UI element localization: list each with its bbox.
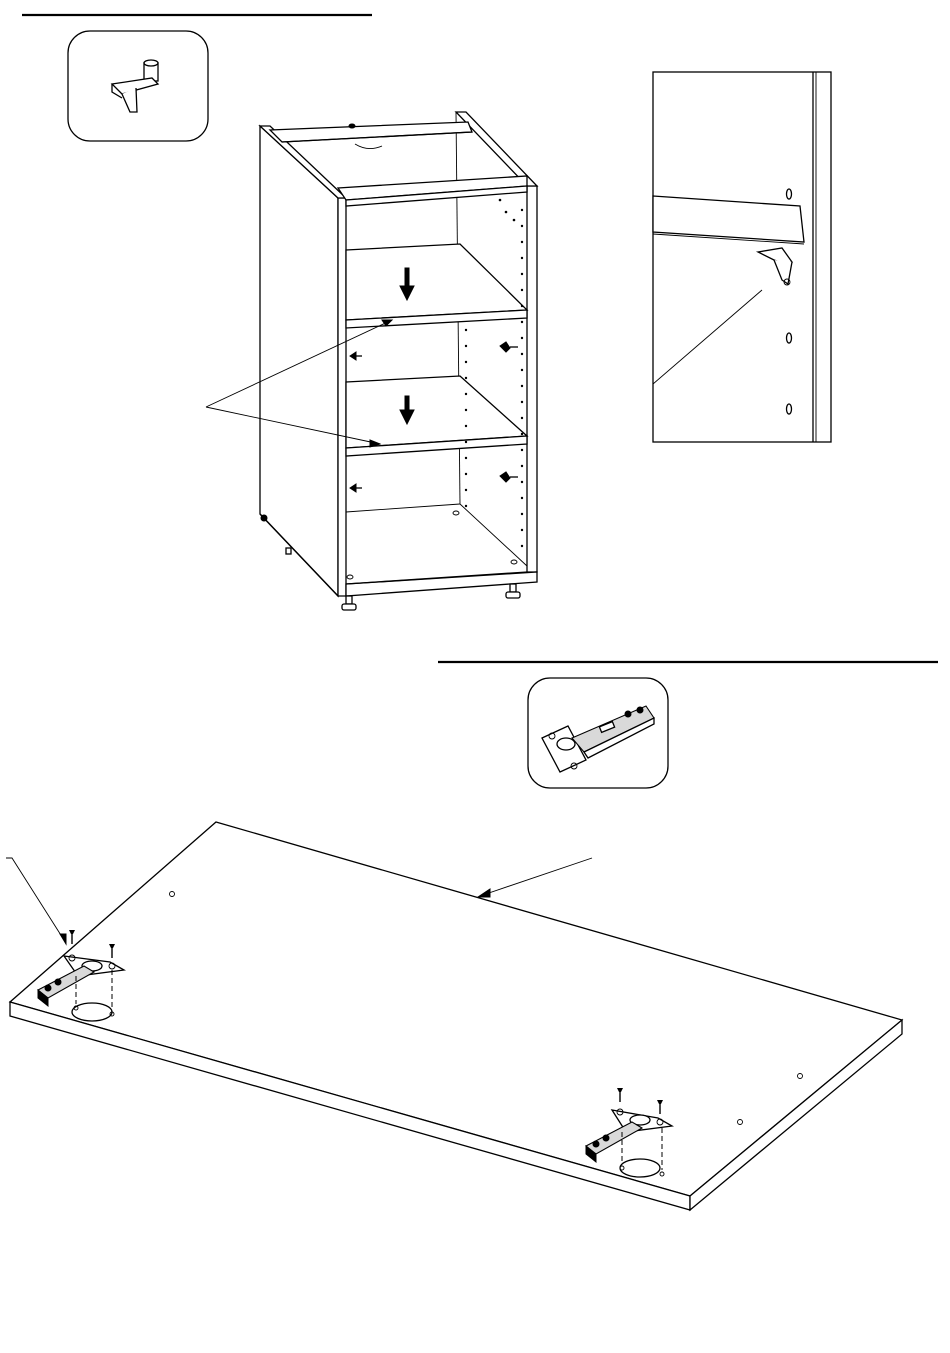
hinge-cup-hole — [620, 1159, 660, 1177]
drill-hole — [513, 219, 516, 222]
drill-hole — [465, 377, 467, 379]
drill-hole — [521, 241, 523, 243]
drill-hole — [521, 449, 523, 451]
door-panel-callout-leader — [478, 858, 592, 897]
drill-hole — [521, 321, 523, 323]
drill-hole — [465, 473, 467, 475]
drill-hole — [465, 457, 467, 459]
cabinet-left-front-edge — [338, 198, 346, 596]
drill-hole — [521, 513, 523, 515]
shelf-pin-part-box — [68, 31, 208, 141]
hinge-cup-hole — [72, 1003, 112, 1021]
cabinet-rear-top-rail — [270, 122, 472, 149]
drill-hole — [521, 369, 523, 371]
drill-hole — [505, 211, 508, 214]
drill-hole — [521, 209, 523, 211]
drill-hole — [521, 337, 523, 339]
door-panel — [10, 822, 902, 1210]
shelf-pin-holes — [465, 199, 523, 548]
drill-hole — [521, 305, 523, 307]
hinge-part-box — [528, 678, 668, 788]
drill-hole — [465, 489, 467, 491]
drill-hole — [465, 505, 467, 507]
drill-hole — [465, 345, 467, 347]
drill-hole — [465, 425, 467, 427]
drill-hole — [521, 433, 523, 435]
cabinet-carcass — [260, 112, 537, 610]
drill-hole — [465, 329, 467, 331]
drill-hole — [521, 401, 523, 403]
step-1-shelf-installation — [22, 15, 831, 610]
drill-hole — [521, 273, 523, 275]
drill-hole — [521, 465, 523, 467]
drill-hole — [465, 441, 467, 443]
drill-hole — [521, 225, 523, 227]
drill-hole — [521, 529, 523, 531]
drill-hole — [521, 385, 523, 387]
step-2-hinge-installation — [6, 662, 938, 1210]
drill-hole — [465, 361, 467, 363]
drill-hole — [521, 545, 523, 547]
drill-hole — [521, 257, 523, 259]
shelf-pin-detail-view — [653, 72, 831, 442]
drill-hole — [499, 199, 502, 202]
drill-hole — [521, 417, 523, 419]
screw-icon — [69, 930, 75, 944]
drill-hole — [521, 497, 523, 499]
drill-hole — [521, 289, 523, 291]
drill-hole — [521, 353, 523, 355]
drill-hole — [465, 409, 467, 411]
cabinet-front-top-rail — [338, 176, 527, 206]
cabinet-right-side-panel — [527, 186, 537, 572]
cabinet-upper-shelf — [346, 244, 527, 328]
drill-hole — [521, 481, 523, 483]
hinge-callout-leader — [6, 858, 66, 944]
drill-hole — [465, 393, 467, 395]
